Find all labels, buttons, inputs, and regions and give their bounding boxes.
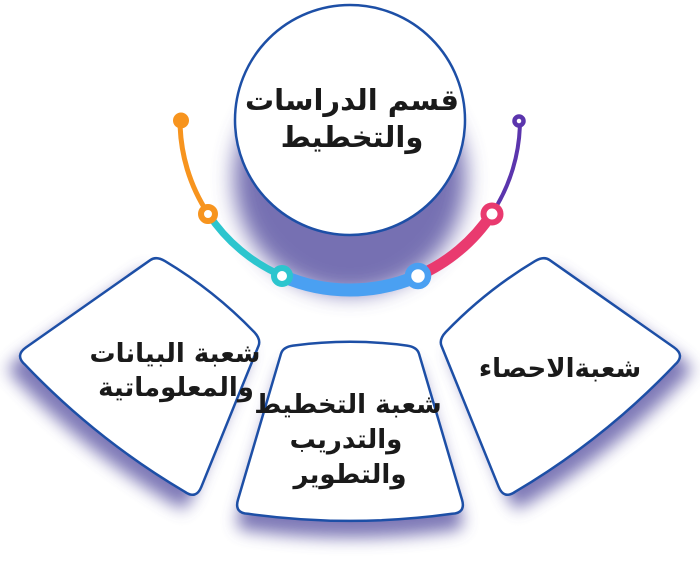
arc-endpoint-dot-purple (512, 114, 526, 128)
arc-endpoint-dot-orange (173, 112, 189, 129)
arc-junction-dot-orange-teal (198, 204, 218, 224)
branch-node-center (235, 340, 465, 538)
root-node-circle (233, 3, 467, 237)
arc-segment-blue (275, 269, 425, 297)
branch-node-right (439, 256, 691, 509)
branch-right-label-line-1: شعبةالاحصاء (479, 354, 641, 384)
branch-center-label-line-1: شعبة التخطيط (254, 390, 441, 420)
branch-node-center-shape (235, 340, 465, 523)
branch-left-label-line-1: شعبة البيانات (90, 339, 261, 369)
arc-junction-dot-teal-blue (271, 265, 293, 287)
branch-left-label-line-2: والمعلوماتية (98, 373, 254, 403)
branch-node-left-shape (18, 256, 261, 497)
branch-node-left (9, 256, 261, 509)
arc-segment-orange (177, 117, 211, 217)
branch-center-label-line-3: والتطوير (291, 460, 406, 490)
arc-segment-purple (489, 118, 522, 216)
branch-center-label-line-2: والتدريب (290, 425, 403, 455)
branch-node-right-shape (439, 256, 682, 497)
root-node-label-line-1: قسم الدراسات (245, 83, 459, 117)
root-node-label-line-2: والتخطيط (281, 120, 424, 154)
arc-junction-dot-pink-purple (480, 202, 504, 226)
arc-junction-dot-blue-pink (404, 262, 432, 290)
